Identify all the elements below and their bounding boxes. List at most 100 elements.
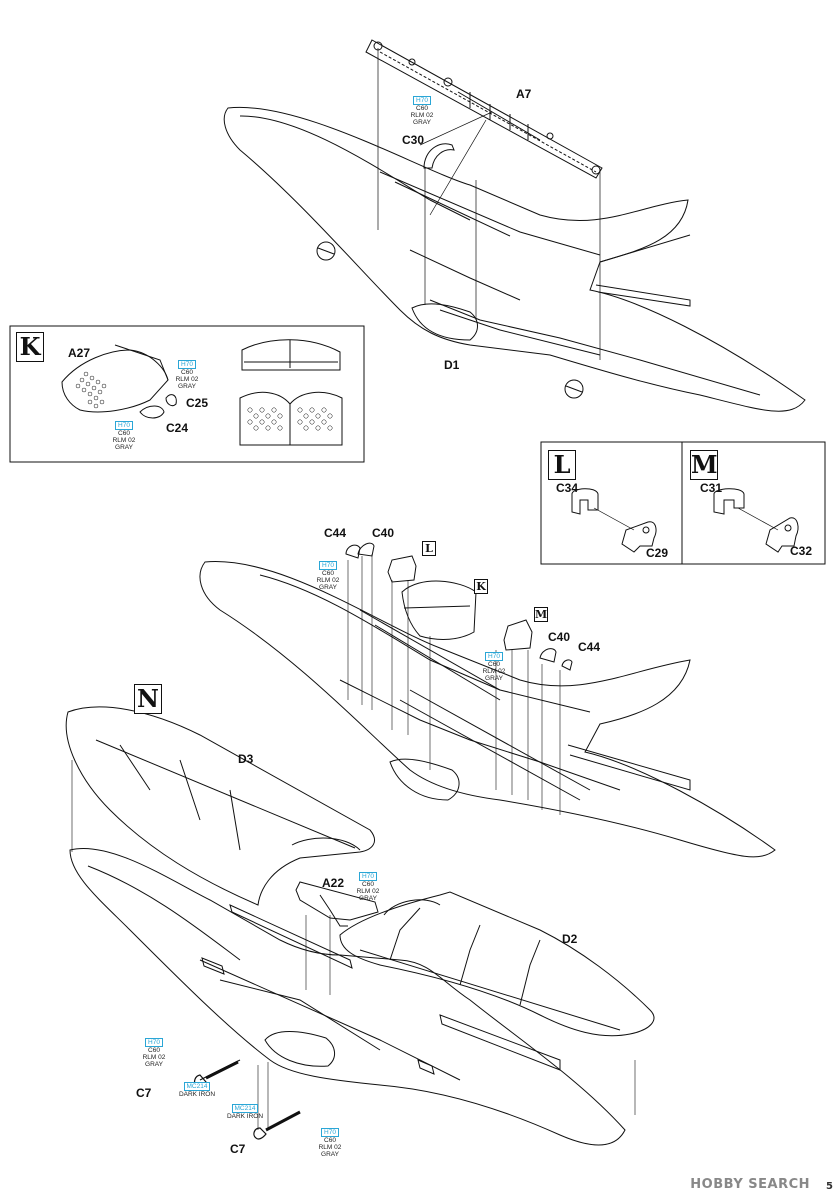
section-box-n: N [134, 684, 162, 714]
paint-name: RLM 02 [316, 577, 340, 584]
detail-box-k [9, 325, 365, 463]
section-box-l: L [548, 450, 576, 480]
label-c31: C31 [700, 481, 723, 495]
paint-name: RLM 02 [318, 1144, 342, 1151]
paint-desc: GRAY [178, 383, 196, 390]
paint-desc: GRAY [359, 895, 377, 902]
part-c31-drawing [713, 488, 745, 515]
radiator-a27-drawing [61, 344, 169, 413]
paint-callout-9: MC214 DARK IRON [222, 1104, 268, 1120]
paint-ref: C60 [148, 1047, 160, 1054]
section-box-k: K [16, 332, 44, 362]
lower-wing-middle-assembly [199, 561, 776, 858]
paint-code: H70 [145, 1038, 163, 1047]
paint-desc: GRAY [321, 1151, 339, 1158]
paint-name: RLM 02 [142, 1054, 166, 1061]
label-a27: A27 [68, 346, 91, 360]
label-c7-b: C7 [230, 1142, 246, 1156]
label-c40-mid: C40 [548, 630, 571, 644]
paint-callout-4: H70 C60 RLM 02 GRAY [310, 561, 346, 591]
label-d3: D3 [238, 752, 254, 766]
label-c44-mid: C44 [578, 640, 601, 654]
part-c30-drawing [423, 143, 455, 169]
page-number: 5 [826, 1181, 833, 1192]
label-d1: D1 [444, 358, 460, 372]
paint-desc: GRAY [413, 119, 431, 126]
section-ref-k: K [474, 579, 488, 594]
paint-ref: C60 [416, 105, 428, 112]
paint-desc: DARK IRON [226, 1113, 264, 1120]
paint-ref: C60 [362, 881, 374, 888]
label-c34: C34 [556, 481, 579, 495]
label-c40-top: C40 [372, 526, 395, 540]
paint-code: MC214 [183, 1082, 211, 1091]
section-ref-l: L [422, 541, 436, 556]
upper-wing-d3-drawing [65, 706, 375, 906]
paint-desc: DARK IRON [178, 1091, 216, 1098]
section-ref-m: M [534, 607, 548, 622]
paint-ref: C60 [322, 570, 334, 577]
label-c29: C29 [646, 546, 669, 560]
part-c34-drawing [571, 488, 599, 515]
paint-name: RLM 02 [356, 888, 380, 895]
paint-desc: GRAY [115, 444, 133, 451]
paint-code: H70 [319, 561, 337, 570]
paint-code: H70 [178, 360, 196, 369]
part-c24-drawing [139, 405, 165, 419]
label-c32: C32 [790, 544, 813, 558]
paint-callout-10: H70 C60 RLM 02 GRAY [312, 1128, 348, 1158]
upper-wing-d2-drawing [339, 891, 655, 1037]
watermark: HOBBY SEARCH [690, 1177, 810, 1192]
paint-code: MC214 [231, 1104, 259, 1113]
label-c25: C25 [186, 396, 209, 410]
label-c7-a: C7 [136, 1086, 152, 1100]
radiator-view-front [239, 391, 343, 446]
lower-wing-top-assembly [223, 106, 806, 412]
paint-code: H70 [115, 421, 133, 430]
paint-callout-3: H70 C60 RLM 02 GRAY [106, 421, 142, 451]
paint-ref: C60 [324, 1137, 336, 1144]
paint-callout-8: MC214 DARK IRON [174, 1082, 220, 1098]
gun-barrel-c7-bottom-drawing [253, 1110, 301, 1140]
part-c44-top-drawing [345, 544, 361, 559]
label-d2: D2 [562, 932, 578, 946]
paint-desc: GRAY [485, 675, 503, 682]
paint-callout-5: H70 C60 RLM 02 GRAY [476, 652, 512, 682]
part-l-drawing [387, 555, 417, 583]
part-a22-drawing [295, 881, 379, 927]
paint-code: H70 [321, 1128, 339, 1137]
section-box-m: M [690, 450, 718, 480]
label-a7: A7 [516, 87, 532, 101]
part-c40-top-drawing [357, 542, 375, 557]
paint-ref: C60 [488, 661, 500, 668]
label-c30: C30 [402, 133, 425, 147]
part-c25-drawing [165, 394, 177, 407]
lower-wing-bottom-assembly [69, 848, 626, 1146]
label-a22: A22 [322, 876, 345, 890]
paint-callout-2: H70 C60 RLM 02 GRAY [169, 360, 205, 390]
paint-code: H70 [413, 96, 431, 105]
part-c32-drawing [765, 517, 799, 553]
paint-ref: C60 [181, 369, 193, 376]
paint-desc: GRAY [145, 1061, 163, 1068]
detail-box-lm [540, 441, 826, 565]
paint-name: RLM 02 [410, 112, 434, 119]
label-c44-top: C44 [324, 526, 347, 540]
part-c44-mid-drawing [561, 659, 573, 671]
label-c24: C24 [166, 421, 189, 435]
paint-code: H70 [359, 872, 377, 881]
paint-callout-1: H70 C60 RLM 02 GRAY [404, 96, 440, 126]
spar-a7-drawing [365, 39, 603, 179]
paint-name: RLM 02 [112, 437, 136, 444]
paint-callout-6: H70 C60 RLM 02 GRAY [350, 872, 386, 902]
radiator-view-top [241, 339, 341, 371]
paint-name: RLM 02 [175, 376, 199, 383]
part-m-drawing [503, 619, 533, 651]
paint-ref: C60 [118, 430, 130, 437]
paint-callout-7: H70 C60 RLM 02 GRAY [136, 1038, 172, 1068]
part-c40-mid-drawing [539, 648, 557, 663]
paint-desc: GRAY [319, 584, 337, 591]
part-k-drawing [401, 580, 477, 640]
paint-name: RLM 02 [482, 668, 506, 675]
